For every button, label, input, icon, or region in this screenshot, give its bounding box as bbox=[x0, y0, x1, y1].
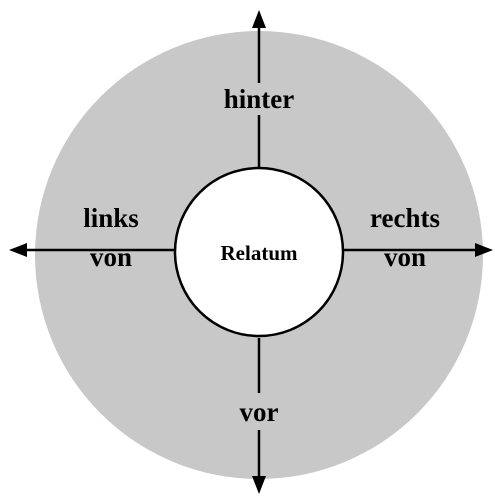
relatum-circle bbox=[173, 166, 345, 338]
label-links: links bbox=[83, 203, 139, 233]
axes bbox=[24, 26, 482, 483]
arrow-up-icon bbox=[252, 10, 266, 28]
arrow-left-icon bbox=[9, 243, 27, 257]
label-hinter: hinter bbox=[224, 84, 295, 114]
label-rechts-von: von bbox=[384, 242, 426, 272]
label-vor: vor bbox=[240, 397, 279, 427]
arrow-right-icon bbox=[475, 243, 493, 257]
relatum-label: Relatum bbox=[221, 241, 298, 265]
arrow-down-icon bbox=[252, 476, 266, 494]
label-rechts: rechts bbox=[370, 203, 440, 233]
arrowheads bbox=[9, 10, 493, 494]
label-links-von: von bbox=[90, 242, 132, 272]
